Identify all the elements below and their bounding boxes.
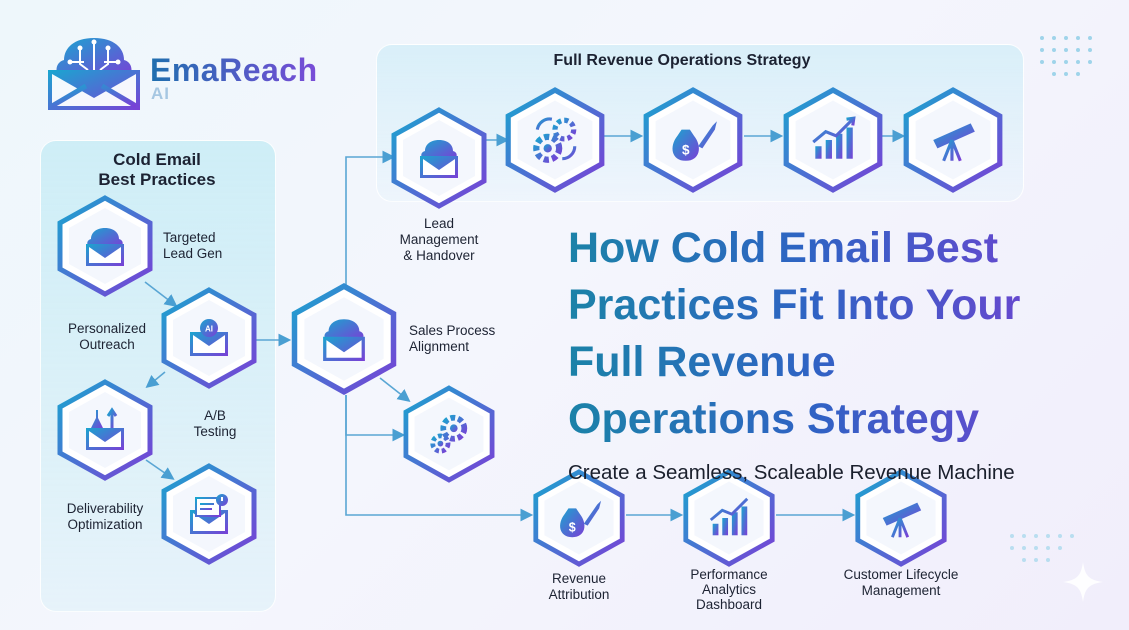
label-line: & Handover xyxy=(403,248,475,263)
node-revenue-attribution[interactable]: $ xyxy=(532,469,626,567)
label-line: Deliverability xyxy=(66,501,144,516)
label-line: A/B xyxy=(204,408,226,423)
label-sales-process-alignment: Sales Process Alignment xyxy=(409,323,495,355)
brand-sub: AI xyxy=(151,84,170,103)
money-rocket-icon: $ xyxy=(560,500,602,538)
ai-envelope-icon: AI xyxy=(190,319,228,356)
brand-logo xyxy=(44,34,144,112)
label-revenue-attribution: Revenue Attribution xyxy=(530,571,628,603)
headline-subtitle: Create a Seamless, Scaleable Revenue Mac… xyxy=(568,461,1015,484)
node-personalized-outreach[interactable]: AI xyxy=(161,287,257,389)
node-ab-testing[interactable] xyxy=(57,379,153,481)
growth-chart-icon xyxy=(709,497,749,536)
node-deliverability[interactable] xyxy=(161,463,257,565)
label-line: Analytics xyxy=(701,582,757,597)
label-ab-testing: A/B Testing xyxy=(180,408,250,440)
label-line: Optimization xyxy=(67,517,143,532)
envelope-brain-icon xyxy=(323,319,365,361)
label-performance-analytics: Performance Analytics Dashboard xyxy=(672,567,786,612)
dot-grid-top xyxy=(1040,36,1092,76)
headline-line1: How Cold Email Best xyxy=(568,220,1108,277)
label-targeted-lead-gen: Targeted Lead Gen xyxy=(163,230,222,262)
label-line: Customer Lifecycle xyxy=(843,567,959,582)
label-deliverability: Deliverability Optimization xyxy=(46,501,164,533)
node-customer-lifecycle[interactable] xyxy=(854,469,948,567)
hexagon-frame xyxy=(403,385,495,483)
label-line: Lead xyxy=(423,216,455,231)
svg-text:$: $ xyxy=(569,520,576,534)
label-line: Testing xyxy=(193,424,237,439)
label-personalized-outreach: Personalized Outreach xyxy=(50,321,164,353)
label-line: Revenue xyxy=(551,571,607,586)
node-sales-process-alignment[interactable] xyxy=(291,283,397,395)
label-line: Personalized xyxy=(67,321,147,336)
label-line: Lead Gen xyxy=(163,246,223,261)
node-performance-analytics[interactable] xyxy=(682,469,776,567)
svg-text:$: $ xyxy=(682,143,690,158)
envelope-brain-icon xyxy=(420,140,458,178)
dot-grid-bottom xyxy=(1010,534,1074,562)
gears-icon xyxy=(430,414,468,454)
flask-envelope-icon xyxy=(86,407,124,450)
gears-cycle-icon xyxy=(533,117,577,163)
label-line: Performance xyxy=(690,567,768,582)
brain-envelope-logo-icon xyxy=(48,38,140,110)
node-lead-management[interactable] xyxy=(391,107,487,209)
headline-line2: Practices Fit Into Your xyxy=(568,277,1108,334)
brand-name: EmaReach xyxy=(150,52,318,88)
label-line: Sales Process xyxy=(409,323,496,338)
envelope-brain-icon xyxy=(86,228,124,266)
telescope-icon xyxy=(882,502,922,538)
label-line: Attribution xyxy=(548,587,610,602)
label-line: Dashboard xyxy=(695,597,763,612)
left-panel-title-line1: Cold Email xyxy=(113,150,201,169)
node-top-telescope[interactable] xyxy=(903,87,1003,193)
left-panel-title-line2: Best Practices xyxy=(98,170,216,189)
label-line: Targeted xyxy=(163,230,216,245)
node-top-gears[interactable] xyxy=(505,87,605,193)
growth-chart-icon xyxy=(812,116,856,159)
label-line: Alignment xyxy=(409,339,470,354)
left-panel-title: Cold Email Best Practices xyxy=(40,150,274,190)
node-gears[interactable] xyxy=(403,385,495,483)
sparkle-icon xyxy=(1063,562,1103,602)
node-targeted-lead-gen[interactable] xyxy=(57,195,153,297)
headline-line4: Operations Strategy xyxy=(568,391,1108,448)
headline: How Cold Email Best Practices Fit Into Y… xyxy=(568,220,1108,448)
label-lead-management: Lead Management & Handover xyxy=(380,216,498,264)
label-line: Outreach xyxy=(79,337,135,352)
label-customer-lifecycle: Customer Lifecycle Management xyxy=(828,567,974,599)
node-top-chart[interactable] xyxy=(783,87,883,193)
svg-text:AI: AI xyxy=(205,325,213,334)
top-panel-title: Full Revenue Operations Strategy xyxy=(553,52,811,69)
alert-envelope-icon xyxy=(190,494,228,534)
label-line: Management xyxy=(861,583,941,598)
telescope-icon xyxy=(933,123,975,162)
label-line: Management xyxy=(399,232,479,247)
node-top-money[interactable]: $ xyxy=(643,87,743,193)
headline-line3: Full Revenue xyxy=(568,334,1108,391)
money-rocket-icon: $ xyxy=(672,121,717,161)
